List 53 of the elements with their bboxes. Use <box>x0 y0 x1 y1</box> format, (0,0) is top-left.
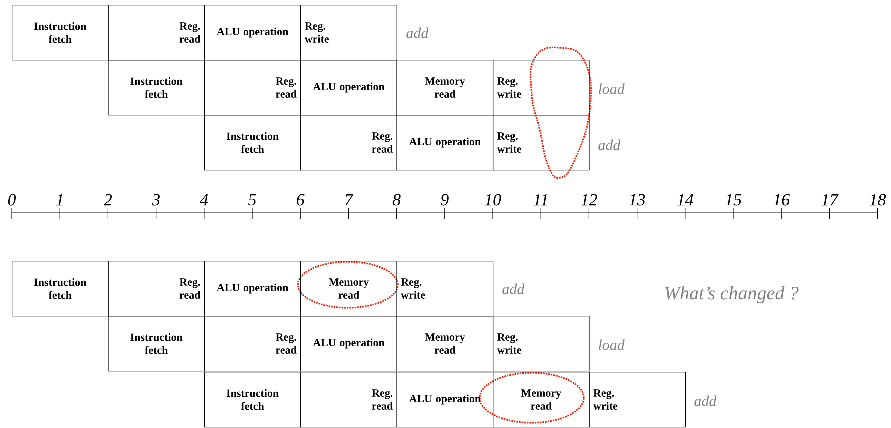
tick-label: 15 <box>726 194 742 206</box>
stage-box: Reg. write <box>300 5 398 61</box>
stage-box: Memory read <box>300 261 398 317</box>
stage-box: Reg. write <box>493 316 590 372</box>
stage-box: Reg. read <box>300 115 398 171</box>
stage-box: Reg. read <box>204 60 302 116</box>
stage-box: ALU operation <box>204 5 302 61</box>
stage-box: Instruction fetch <box>108 316 206 372</box>
stage-box: Reg. write <box>589 372 686 428</box>
stage-box: Instruction fetch <box>204 372 302 428</box>
tick-label: 2 <box>104 194 112 206</box>
stage-box: ALU operation <box>300 60 398 116</box>
stage-box: ALU operation <box>300 316 398 372</box>
stage-box: Reg. write <box>493 115 590 171</box>
tick-label: 3 <box>152 194 160 206</box>
stage-box: Instruction fetch <box>12 5 109 61</box>
stage-box: Reg. read <box>108 5 206 61</box>
tick-label: 1 <box>56 194 63 206</box>
tick-label: 0 <box>8 194 16 206</box>
tick-label: 16 <box>774 194 790 206</box>
stage-box: ALU operation <box>396 115 494 171</box>
stage-box: Reg. read <box>108 261 206 317</box>
tick-label: 8 <box>392 194 401 206</box>
question-text: What’s changed ? <box>665 286 799 304</box>
tick-label: 7 <box>345 194 354 206</box>
instruction-label: add <box>502 284 525 294</box>
stage-box: Memory read <box>396 60 494 116</box>
stage-box: Instruction fetch <box>108 60 206 116</box>
stage-box: Reg. write <box>493 60 590 116</box>
tick-label: 17 <box>822 194 839 206</box>
stage-box: Reg. write <box>396 261 494 317</box>
tick-label: 9 <box>441 194 449 206</box>
tick-label: 11 <box>534 194 548 206</box>
tick-label: 14 <box>678 194 694 206</box>
tick-label: 4 <box>200 194 208 206</box>
tick-label: 13 <box>629 194 646 206</box>
tick-label: 18 <box>870 194 886 206</box>
stage-box: ALU operation <box>396 372 494 428</box>
stage-box: Memory read <box>493 372 590 428</box>
stage-box: ALU operation <box>204 261 302 317</box>
instruction-label: add <box>598 140 621 150</box>
instruction-label: load <box>599 84 625 94</box>
stage-box: Instruction fetch <box>12 261 109 317</box>
stage-box: Memory read <box>396 316 494 372</box>
instruction-label: load <box>599 340 625 350</box>
tick-label: 5 <box>248 194 256 206</box>
instruction-label: add <box>406 28 429 38</box>
tick-label: 12 <box>581 194 598 206</box>
tick-label: 10 <box>485 194 502 206</box>
stage-box: Instruction fetch <box>204 115 302 171</box>
stage-box: Reg. read <box>300 372 398 428</box>
stage-box: Reg. read <box>204 316 302 372</box>
tick-label: 6 <box>297 194 305 206</box>
